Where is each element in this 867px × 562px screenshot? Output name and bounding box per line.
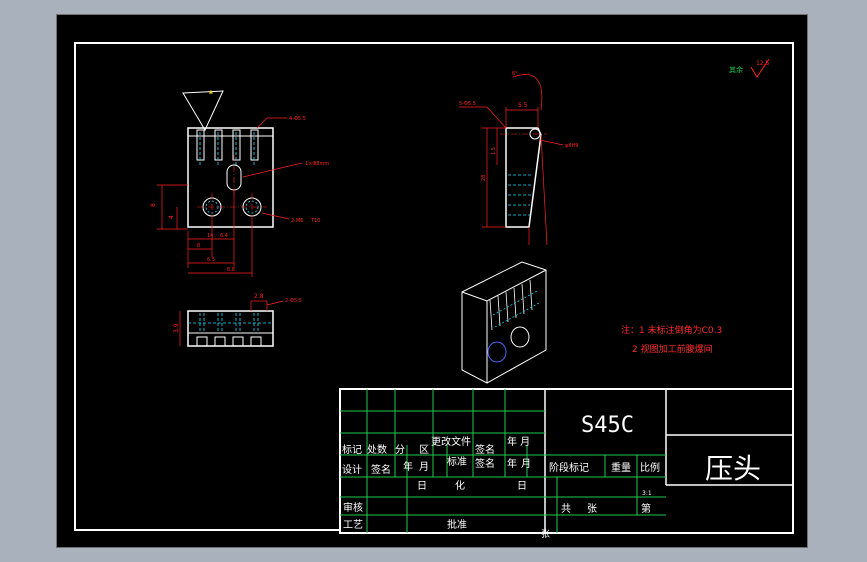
tb-std-month: 月	[521, 458, 531, 470]
tb-std-sign: 签名	[475, 457, 495, 470]
tb-standard: 标准	[447, 456, 467, 468]
tb-header-mark: 标记	[342, 444, 362, 456]
tb-header-change: 更改文件	[431, 435, 471, 448]
side-callout-hole: φ8H9	[565, 143, 578, 149]
roughness-symbol: 其余 12.5	[729, 58, 770, 78]
side-dim-h1: 1.5	[491, 147, 497, 155]
bottom-view: 2.8 2-Φ5.5 3.9	[173, 293, 302, 347]
title-block: 标记 处数 分 区 更改文件 签名 年 月 设计 签名 年 月 日 标准 化 签…	[339, 388, 794, 540]
tb-design: 设计	[342, 463, 362, 476]
tb-design-year: 年	[403, 460, 413, 473]
roughness-prefix: 其余	[729, 65, 743, 74]
side-dim-top: 5.5	[518, 102, 528, 109]
tb-header-div: 分	[395, 444, 405, 456]
drawing-sheet: 其余 12.5 ▲	[56, 14, 808, 548]
tb-weight-label: 重量	[611, 461, 631, 474]
bottom-dim-height: 3.9	[173, 323, 180, 333]
dim-height: 8	[150, 203, 157, 207]
slot-callout: 1×Φ8mm	[305, 161, 329, 167]
tb-page-label: 第	[641, 502, 651, 515]
side-view: 5-Φ5.5 φ8H9 5.5 6° 1.5 28	[459, 71, 578, 246]
tb-material: S45C	[581, 413, 634, 438]
bottom-callout: 2-Φ5.5	[285, 298, 302, 304]
thread-depth: T10	[310, 218, 320, 224]
dim-w2: 8.8	[227, 267, 235, 273]
tb-header-date: 年 月	[507, 435, 530, 448]
tb-scale-label: 比例	[640, 461, 660, 474]
tb-scale-value: 3:1	[642, 490, 652, 497]
dim-h3: 6.4	[220, 233, 228, 239]
tb-standard-2: 化	[455, 479, 465, 492]
front-view: ▲	[150, 89, 329, 277]
side-outline	[505, 127, 542, 228]
bottom-outline	[187, 310, 274, 347]
tb-part-name: 压头	[705, 452, 761, 485]
side-callout-top-left: 5-Φ5.5	[459, 101, 476, 107]
side-dim-angle: 6°	[512, 71, 518, 77]
tb-header-zone: 区	[419, 444, 429, 456]
tb-sheet-label: 张	[587, 503, 597, 515]
tb-std-day: 日	[517, 481, 527, 492]
front-outline	[187, 127, 274, 228]
tb-total-label: 共	[561, 503, 571, 515]
thread-callout: 2-M6	[291, 218, 303, 224]
tb-approve: 批准	[447, 518, 467, 531]
tb-design-day: 日	[417, 481, 427, 492]
dim-h1: 8	[197, 243, 200, 249]
cad-drawing: 其余 12.5 ▲	[74, 42, 794, 540]
svg-text:▲: ▲	[209, 89, 213, 95]
roughness-value: 12.5	[756, 60, 770, 67]
tb-header-count: 处数	[367, 443, 387, 456]
tb-std-year: 年	[507, 457, 517, 470]
tb-header-sign: 签名	[475, 443, 495, 456]
tb-design-month: 月	[419, 461, 429, 473]
dim-h2: 14	[207, 233, 213, 239]
tb-review: 审核	[343, 501, 363, 514]
tb-design-sign: 签名	[371, 463, 391, 476]
bottom-dim-width: 2.8	[254, 293, 264, 300]
note-line-1: 注：1 未标注倒角为C0.3	[621, 324, 722, 336]
dim-left: 4	[168, 215, 175, 219]
leader-triangle	[182, 90, 224, 132]
tb-process: 工艺	[343, 519, 363, 531]
hole-callout-top: 4-Φ5.5	[289, 116, 306, 122]
note-line-2: 2 视图加工前腹爆间	[632, 343, 713, 355]
tb-page-sheet-label: 张	[541, 529, 550, 540]
dim-w1: 6.5	[207, 257, 215, 263]
side-dim-h2: 28	[481, 175, 487, 181]
isometric-view	[461, 261, 547, 384]
tb-stage-label: 阶段标记	[549, 461, 589, 474]
